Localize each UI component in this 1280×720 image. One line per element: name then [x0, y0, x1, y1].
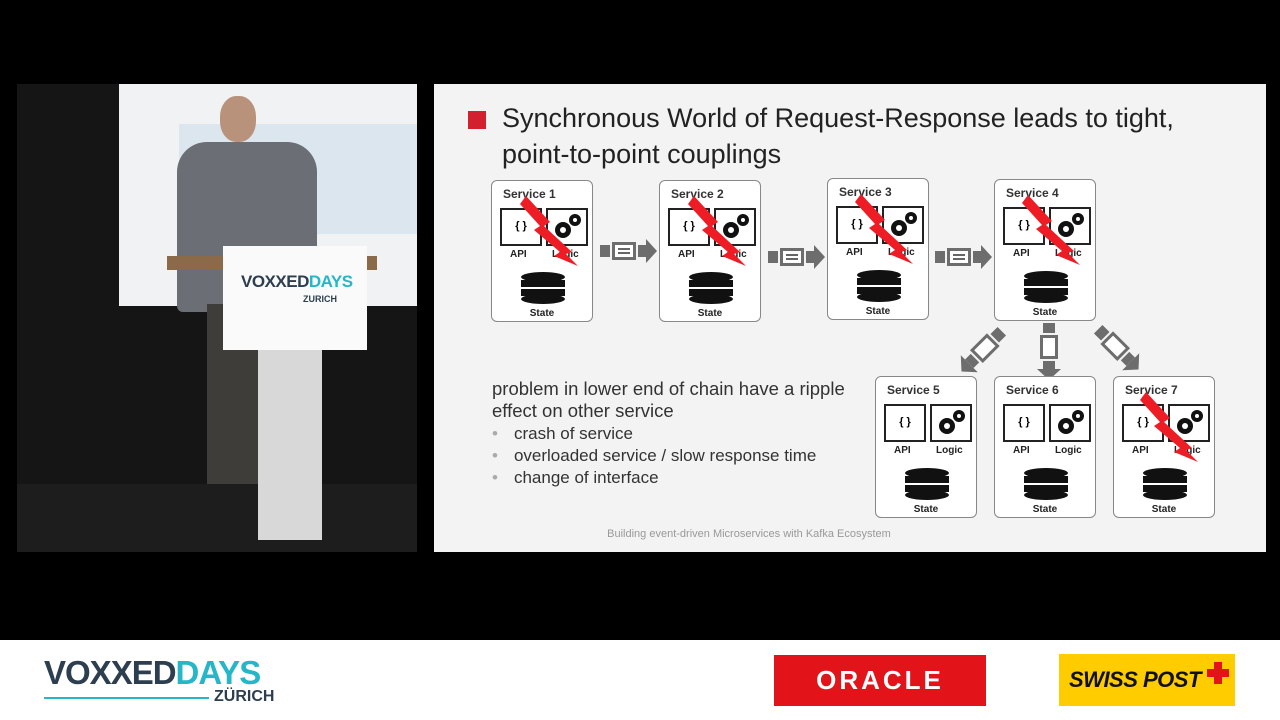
service-name: Service 3: [839, 185, 892, 199]
api-icon: { }: [884, 404, 926, 442]
sync-arrow-4-7: [1093, 324, 1140, 371]
slide-body-text: problem in lower end of chain have a rip…: [492, 378, 845, 421]
state-label: State: [865, 306, 891, 317]
api-label: API: [1013, 248, 1030, 259]
gears-icon: [546, 208, 588, 246]
state-label: State: [913, 504, 939, 515]
slide: Synchronous World of Request-Response le…: [434, 84, 1266, 552]
api-label: API: [678, 249, 695, 260]
title-bullet: [468, 111, 486, 129]
lectern-pole: [258, 350, 322, 540]
swiss-post-logo: SWISS POST: [1059, 654, 1235, 706]
slide-footer: Building event-driven Microservices with…: [607, 528, 891, 540]
bullet-item: •overloaded service / slow response time: [492, 446, 817, 465]
api-label: API: [894, 445, 911, 456]
speaker-camera: VOXXEDDAYS ZURICH: [17, 84, 417, 552]
lightning-bolt-icon: [520, 196, 578, 266]
gears-icon: [930, 404, 972, 442]
state-label: State: [697, 308, 723, 319]
database-icon: [521, 272, 565, 304]
database-icon: [905, 468, 949, 500]
oracle-logo: ORACLE: [774, 655, 986, 706]
sync-arrow-4-6: [1037, 323, 1061, 380]
service-card-7: Service 7 { } API Logic State: [1113, 376, 1215, 518]
lightning-bolt-icon: [688, 196, 746, 266]
logic-label: Logic: [936, 445, 963, 456]
state-label: State: [529, 308, 555, 319]
service-name: Service 1: [503, 187, 556, 201]
service-name: Service 6: [1006, 383, 1059, 397]
database-icon: [1024, 468, 1068, 500]
video-frame: VOXXEDDAYS ZURICH Synchronous World of R…: [17, 84, 1266, 552]
api-icon: { }: [1003, 404, 1045, 442]
api-label: API: [1013, 445, 1030, 456]
api-label: API: [1132, 445, 1149, 456]
service-name: Service 2: [671, 187, 724, 201]
service-name: Service 4: [1006, 186, 1059, 200]
logic-label: Logic: [1055, 445, 1082, 456]
sync-arrow-4-5: [960, 326, 1007, 373]
bullet-item: •change of interface: [492, 468, 659, 487]
database-icon: [689, 272, 733, 304]
lectern-city: ZURICH: [303, 294, 337, 304]
lectern-sign: VOXXEDDAYS ZURICH: [223, 246, 367, 350]
api-label: API: [846, 247, 863, 258]
slide-title: Synchronous World of Request-Response le…: [502, 103, 1174, 169]
state-label: State: [1151, 504, 1177, 515]
sync-arrow-1-2: [600, 239, 657, 263]
gears-icon: [1049, 404, 1091, 442]
voxxed-days-logo: VOXXEDDAYS: [44, 654, 261, 691]
service-name: Service 5: [887, 383, 940, 397]
logic-label: Logic: [1174, 445, 1201, 456]
speaker-head: [220, 96, 256, 142]
sync-arrow-2-3: [768, 245, 825, 269]
state-label: State: [1032, 504, 1058, 515]
api-label: API: [510, 249, 527, 260]
voxxed-city: ZÜRICH: [214, 688, 275, 705]
database-icon: [1024, 271, 1068, 303]
service-card-1: Service 1 { } API Logic State: [491, 180, 593, 322]
database-icon: [857, 270, 901, 302]
lightning-bolt-icon: [1140, 392, 1198, 462]
lightning-bolt-icon: [855, 194, 913, 264]
lectern-logo: VOXXEDDAYS: [241, 272, 353, 291]
swiss-cross-icon: [1207, 662, 1229, 684]
bullet-item: •crash of service: [492, 424, 633, 443]
database-icon: [1143, 468, 1187, 500]
sync-arrow-3-4: [935, 245, 992, 269]
stage-floor: [17, 484, 417, 552]
service-card-6: Service 6 { } API Logic State: [994, 376, 1096, 518]
logo-underline: [44, 697, 209, 699]
lightning-bolt-icon: [1022, 195, 1080, 265]
service-name: Service 7: [1125, 383, 1178, 397]
state-label: State: [1032, 307, 1058, 318]
service-card-5: Service 5 { } API Logic State: [875, 376, 977, 518]
